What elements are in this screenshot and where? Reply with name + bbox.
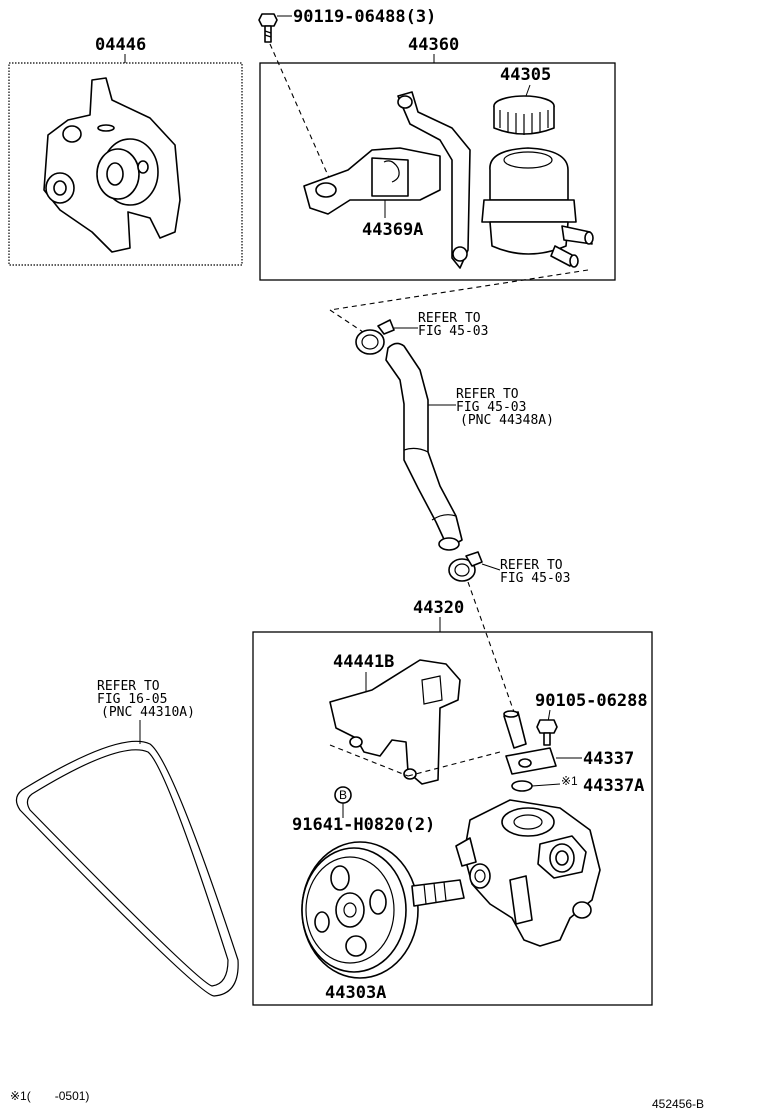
ref-hose-line3: (PNC 44348A) [460,413,554,428]
label-reservoir-bracket: 44369A [362,220,423,240]
label-union-bolt: 90105-06288 [535,691,648,711]
reservoir-tank[interactable] [481,147,594,268]
ref-clamp-top-line2: FIG 45-03 [418,324,488,339]
hose-clamp-top[interactable] [355,319,395,355]
reservoir-bracket[interactable] [303,91,471,269]
pump-pulley[interactable] [301,841,465,979]
bolt-b-marker: B [334,786,352,804]
ref-clamp-bottom-line2: FIG 45-03 [500,571,570,586]
power-steering-pump[interactable] [455,799,601,947]
label-bolt-top: 90119-06488(3) [293,7,436,27]
label-union: 44337 [583,749,634,769]
hose-clamp-bottom[interactable] [448,551,483,582]
drive-belt[interactable] [15,740,239,997]
ref-hose-line2: FIG 45-03 [456,400,526,415]
pump-assy-box [252,631,653,1006]
label-gasket-kit: 04446 [95,35,146,55]
bolt-90119-06488[interactable] [258,13,278,43]
label-pump-assy: 44320 [413,598,464,618]
pump-bracket[interactable] [329,659,461,785]
reservoir-assy-box [259,62,616,281]
figure-id: 452456-B [652,1097,704,1111]
ref-hose-line1: REFER TO [456,387,519,402]
label-oring: 44337A [583,776,644,796]
union-oring[interactable] [511,780,533,792]
return-hose[interactable] [385,342,463,551]
reservoir-cap[interactable] [493,95,555,135]
ref-clamp-top-line1: REFER TO [418,311,481,326]
footer-note: ※1( -0501) [10,1089,89,1103]
svg-text:B: B [339,788,347,802]
ref-clamp-bottom-line1: REFER TO [500,558,563,573]
label-bolt-b: 91641-H0820(2) [292,815,435,835]
label-pulley: 44303A [325,983,386,1003]
label-reservoir-assy: 44360 [408,35,459,55]
ref-belt-line3: (PNC 44310A) [101,705,195,720]
label-reservoir-cap: 44305 [500,65,551,85]
pump-gasket-kit-illustration[interactable] [43,77,181,253]
union-bolt[interactable] [536,719,558,746]
gasket-kit-box [8,62,243,266]
label-pump-bracket: 44441B [333,652,394,672]
label-oring-marker: ※1 [561,774,578,788]
ref-belt-line2: FIG 16-05 [97,692,167,707]
ref-belt-line1: REFER TO [97,679,160,694]
pump-union[interactable] [503,710,557,775]
